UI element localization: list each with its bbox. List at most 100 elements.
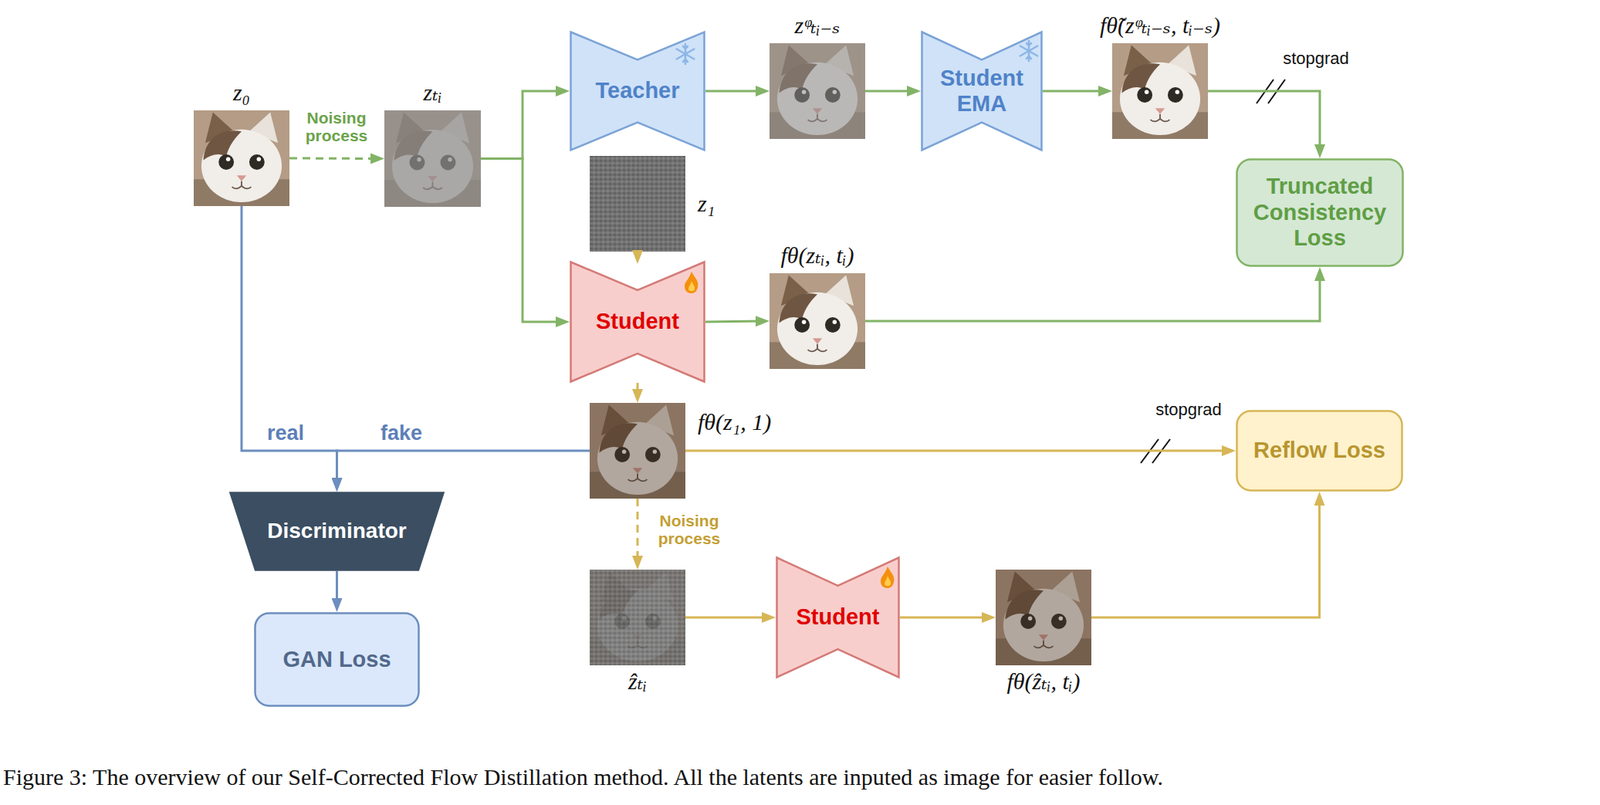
- label-block: Truncated Consistency Loss: [1244, 173, 1395, 251]
- math-label: ẑₜᵢ: [628, 668, 647, 696]
- stopgrad-mark: [1256, 79, 1274, 104]
- trainable-icon: [880, 566, 894, 589]
- noisy-latent-picture: [384, 110, 481, 207]
- connector: [289, 157, 377, 161]
- shape-outline: [230, 493, 444, 571]
- trainable-icon: [880, 566, 894, 589]
- node-label: Truncated Consistency Loss: [1244, 173, 1395, 251]
- math-label: fθ(z₁, 1): [697, 409, 772, 437]
- connector: [636, 382, 640, 396]
- label-block: Discriminator: [260, 518, 414, 544]
- reflow-output-picture: [995, 569, 1092, 666]
- latent-image: fθ(z₁, 1): [589, 402, 686, 499]
- frozen-icon: [683, 59, 686, 62]
- frozen-icon: [684, 43, 687, 65]
- node-label: GAN Loss: [263, 646, 411, 673]
- math-label: z₀: [233, 79, 251, 107]
- math-label-group: z₀: [233, 79, 251, 107]
- connector: [865, 274, 1320, 322]
- trainable-icon: [684, 271, 698, 294]
- connector: [337, 450, 591, 484]
- noise-picture: [589, 155, 686, 252]
- math-label: zᵠₜᵢ₋ₛ: [794, 12, 841, 40]
- math-label-group: fθ(ẑₜᵢ, tᵢ): [1007, 668, 1081, 696]
- stopgrad-mark: [1152, 439, 1171, 464]
- stopgrad-mark: [1256, 79, 1286, 104]
- math-label-group: zₜᵢ: [423, 79, 443, 107]
- frozen-icon: [1020, 46, 1039, 57]
- discriminator-block: Discriminator: [229, 491, 445, 572]
- math-label-group: fθ(z₁, 1): [697, 409, 772, 437]
- node-label: Teacher: [581, 77, 694, 104]
- latent-image: fθ(ẑₜᵢ, tᵢ): [995, 569, 1092, 666]
- noisy-latent-picture: [384, 110, 481, 207]
- trainable-icon: [684, 271, 698, 294]
- label-block: Reflow Loss: [1244, 437, 1394, 464]
- label-block: GAN Loss: [263, 646, 411, 673]
- math-label-group: ẑₜᵢ: [628, 668, 647, 696]
- shape-outline: [1237, 411, 1403, 491]
- latent-image: fθ̃(zᵠₜᵢ₋ₛ, tᵢ₋ₛ): [1112, 43, 1208, 139]
- latent-picture: [193, 110, 290, 207]
- ema-output-picture: [1112, 43, 1208, 139]
- loss-box: Reflow Loss: [1235, 409, 1404, 492]
- shape-outline: [571, 32, 705, 151]
- renoised-picture: [589, 569, 686, 666]
- latent-image: zᵠₜᵢ₋ₛ: [769, 43, 866, 139]
- stopgrad-mark: [1268, 79, 1286, 104]
- latent-picture: [193, 110, 290, 207]
- frozen-icon: [676, 49, 695, 60]
- shape-outline: [1237, 159, 1404, 267]
- shape-outline: [255, 613, 420, 707]
- one-step-output-picture: [589, 402, 686, 499]
- connector: [480, 158, 562, 323]
- connector: [335, 571, 339, 605]
- student-network: Student: [775, 556, 900, 679]
- frozen-icon: [676, 43, 695, 65]
- ema-network: Student EMA: [920, 30, 1043, 152]
- teacher-output-picture: [769, 43, 866, 139]
- stopgrad-mark: [1140, 439, 1159, 464]
- connector: [1207, 91, 1320, 151]
- frozen-icon: [685, 59, 688, 62]
- frozen-icon: [683, 46, 686, 49]
- latent-image: z₁: [589, 155, 686, 252]
- shape-outline: [922, 32, 1042, 151]
- renoised-picture: [589, 569, 686, 666]
- node-label: Student: [788, 604, 888, 630]
- renoised-picture: [589, 569, 686, 666]
- connector: [705, 90, 762, 93]
- node-label: Reflow Loss: [1244, 437, 1394, 464]
- math-label-group: zᵠₜᵢ₋ₛ: [794, 12, 841, 40]
- student-output-picture: [769, 273, 866, 369]
- student-output-picture: [769, 273, 866, 369]
- shape-outline: [777, 558, 900, 678]
- noisy-latent-picture: [384, 110, 481, 207]
- one-step-output-picture: [589, 402, 686, 499]
- math-label-group: z₁: [697, 190, 715, 218]
- connector: [241, 206, 338, 484]
- frozen-icon: [676, 49, 695, 60]
- edge-label: fake: [378, 422, 425, 446]
- math-label-group: fθ(zₜᵢ, tᵢ): [781, 242, 855, 270]
- frozen-icon: [1020, 40, 1039, 61]
- frozen-icon: [1028, 40, 1031, 61]
- node-label: Student: [581, 308, 694, 335]
- connector: [705, 320, 762, 324]
- frozen-icon: [1026, 43, 1029, 46]
- teacher-output-picture: [769, 43, 866, 139]
- connector: [636, 251, 640, 257]
- loss-box: Truncated Consistency Loss: [1235, 158, 1404, 268]
- one-step-output-picture: [589, 402, 686, 499]
- edge-label: stopgrad: [1153, 400, 1225, 420]
- reflow-output-picture: [995, 569, 1092, 666]
- loss-box: GAN Loss: [253, 612, 420, 707]
- math-label: fθ(ẑₜᵢ, tᵢ): [1007, 668, 1081, 696]
- label-block: Teacher: [581, 77, 694, 104]
- latent-image: z₀: [193, 110, 290, 207]
- edge-label: stopgrad: [1280, 49, 1352, 68]
- connector: [865, 90, 914, 93]
- trainable-icon: [688, 280, 695, 291]
